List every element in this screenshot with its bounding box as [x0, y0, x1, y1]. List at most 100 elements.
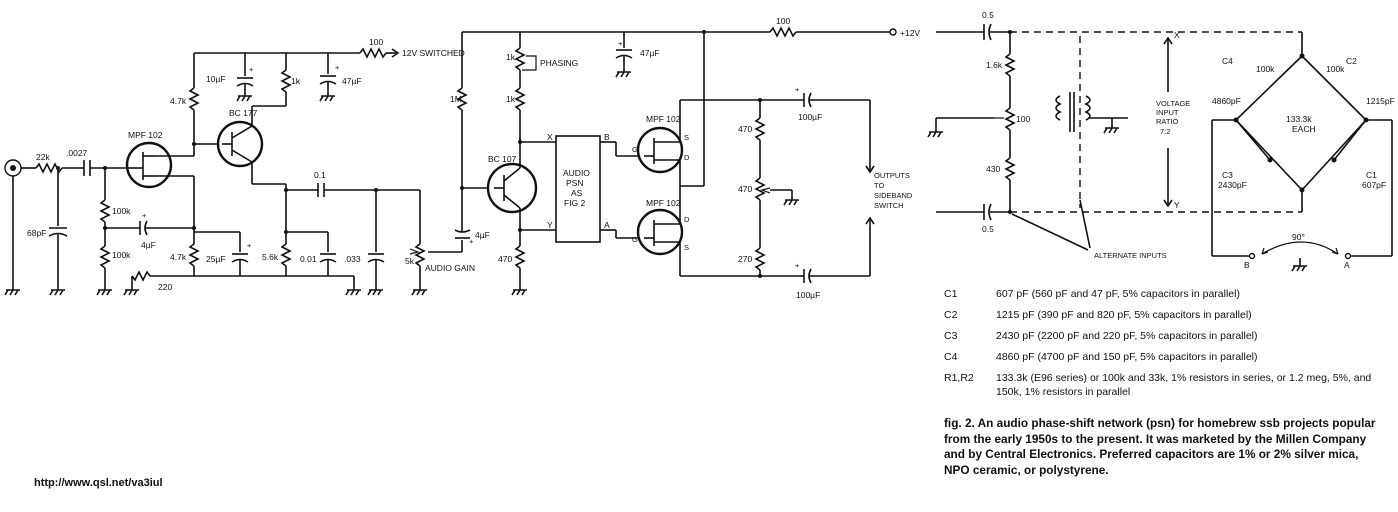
parts-row: C1 607 pF (560 pF and 47 pF, 5% capacito… [944, 287, 1384, 301]
label-psn-y: Y [547, 220, 553, 230]
part-ref: C1 [944, 288, 958, 300]
label-n-c3: C3 [1222, 170, 1233, 180]
label-n-b: B [1244, 260, 1250, 270]
label-270: 270 [738, 254, 752, 264]
label-n-vr1: VOLTAGE [1156, 99, 1190, 108]
label-470-b: 470 [738, 184, 752, 194]
parts-row: C2 1215 pF (390 pF and 820 pF, 5% capaci… [944, 308, 1384, 322]
label-n-430: 430 [986, 164, 1000, 174]
label-47uf-left: 47µF [342, 76, 362, 86]
svg-text:+: + [335, 63, 340, 72]
label-47uf-mid: 47µF [640, 48, 660, 58]
label-n-c05-top: 0.5 [982, 10, 994, 20]
label-psn-4: FIG 2 [564, 198, 586, 208]
q2-bc177 [216, 120, 264, 168]
pot-5k [414, 243, 426, 267]
resistor-100k-a [99, 199, 111, 223]
label-033: .033 [344, 254, 361, 264]
label-n-90: 90° [1292, 232, 1305, 242]
q5-mpf102 [636, 208, 684, 256]
pin-d2: D [684, 215, 690, 224]
label-25uf: 25µF [206, 254, 226, 264]
input-jack [4, 159, 22, 290]
label-outputs-3: SIDEBAND [874, 191, 913, 200]
label-22k: 22k [36, 152, 50, 162]
parts-row: C4 4860 pF (4700 pF and 150 pF, 5% capac… [944, 350, 1384, 364]
label-10uf: 10µF [206, 74, 226, 84]
label-n-c2v: 1215pF [1366, 96, 1395, 106]
label-4uf-left: 4µF [141, 240, 156, 250]
svg-text:+: + [469, 237, 474, 246]
svg-text:+: + [795, 85, 800, 94]
label-psn-b: B [604, 132, 610, 142]
label-psn-1: AUDIO [563, 168, 590, 178]
label-4uf-mid: 4µF [475, 230, 490, 240]
label-n-y: Y [1174, 200, 1180, 210]
n-transformer [1055, 36, 1128, 208]
label-n-100k-r: 100k [1326, 64, 1345, 74]
q3-bc107 [486, 162, 538, 214]
resistor-1k-b [514, 87, 526, 111]
label-n-c3v: 2430pF [1218, 180, 1247, 190]
label-n-133: 133.3k [1286, 114, 1312, 124]
label-n-100k-l: 100k [1256, 64, 1275, 74]
resistor-100k-b [99, 245, 111, 269]
label-n-c4v: 4860pF [1212, 96, 1241, 106]
label-phasing: PHASING [540, 58, 578, 68]
label-psn-2: PSN [566, 178, 583, 188]
resistor-100-top [359, 47, 387, 59]
figure-caption: fig. 2. An audio phase-shift network (ps… [944, 416, 1376, 477]
resistor-470-b [754, 177, 766, 201]
label-1m: 1M [450, 94, 462, 104]
resistor-470-a [754, 117, 766, 141]
label-0027: .0027 [66, 148, 88, 158]
source-url: http://www.qsl.net/va3iul [34, 477, 163, 489]
label-outputs-4: SWITCH [874, 201, 904, 210]
svg-text:+: + [142, 211, 147, 220]
label-5k: 5k [405, 256, 415, 266]
q4-mpf102 [636, 126, 684, 174]
label-outputs-2: TO [874, 181, 884, 190]
resistor-220 [131, 270, 151, 282]
pin-d1: D [684, 153, 690, 162]
psn-box [555, 135, 601, 243]
label-n-alt: ALTERNATE INPUTS [1094, 251, 1167, 260]
resistor-4-7k-src [188, 243, 200, 267]
n-resistor-1-6k [1004, 53, 1016, 77]
label-100k-a: 100k [112, 206, 131, 216]
label-100-top: 100 [369, 37, 383, 47]
resistor-1k-q2 [280, 69, 292, 93]
resistor-100-right [769, 26, 797, 38]
pin-g2: G [632, 235, 638, 244]
resistor-1m [456, 87, 468, 111]
label-4-7k-top: 4.7k [170, 96, 187, 106]
part-ref: C3 [944, 330, 958, 342]
label-n-100: 100 [1016, 114, 1030, 124]
label-1k-b: 1k [506, 94, 516, 104]
resistor-470-emitter [514, 245, 526, 269]
label-n-c2: C2 [1346, 56, 1357, 66]
label-100k-b: 100k [112, 250, 131, 260]
label-q4: MPF 102 [646, 114, 681, 124]
label-psn-a: A [604, 220, 610, 230]
label-470-a: 470 [738, 124, 752, 134]
parts-row: C3 2430 pF (2200 pF and 220 pF, 5% capac… [944, 329, 1384, 343]
ground-symbols [4, 71, 799, 296]
part-value: 133.3k (E96 series) or 100k and 33k, 1% … [996, 372, 1372, 398]
part-ref: C4 [944, 351, 958, 363]
label-psn-3: AS [571, 188, 583, 198]
label-001: 0.01 [300, 254, 317, 264]
label-1k-q2: 1k [291, 76, 301, 86]
label-12v-switched: 12V SWITCHED [402, 48, 465, 58]
label-q2: BC 177 [229, 108, 258, 118]
label-470-emitter: 470 [498, 254, 512, 264]
label-0-1: 0.1 [314, 170, 326, 180]
parts-row: R1,R2 133.3k (E96 series) or 100k and 33… [944, 371, 1384, 399]
label-1k-phasing: 1k [506, 52, 516, 62]
resistor-4-7k-top [188, 87, 200, 111]
svg-text:+: + [795, 261, 800, 270]
label-12v: +12V [900, 28, 920, 38]
n-bridge [1211, 32, 1393, 272]
svg-text:+: + [618, 39, 623, 48]
